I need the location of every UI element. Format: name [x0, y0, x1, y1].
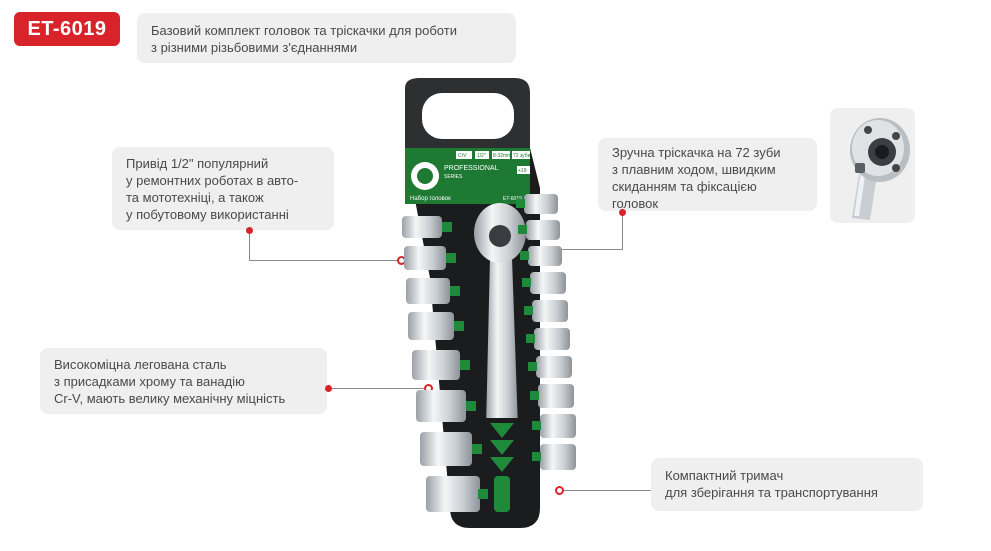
connector-line: [328, 388, 428, 389]
callout-holder: Компактний тримач для зберігання та тран…: [651, 458, 923, 511]
connector-ring: [555, 486, 564, 495]
callout-line: Cr-V, мають велику механічну міцність: [54, 391, 286, 406]
callout-line: з присадками хрому та ванадію: [54, 374, 245, 389]
connector-dot: [246, 227, 253, 234]
connector-line: [249, 231, 250, 261]
callout-line: та мототехніці, а також: [126, 190, 264, 205]
callout-ratchet: Зручна тріскачка на 72 зуби з плавним хо…: [598, 138, 817, 211]
callout-line: у ремонтних роботах в авто-: [126, 173, 299, 188]
callout-line: з різними різьбовими з'єднаннями: [151, 40, 358, 55]
callout-line: Зручна тріскачка на 72 зуби: [612, 145, 781, 160]
callout-line: Високоміцна легована сталь: [54, 357, 227, 372]
callout-line: для зберігання та транспортування: [665, 485, 878, 500]
ratchet-detail-image: [830, 108, 915, 223]
callout-drive: Привід 1/2" популярний у ремонтних робот…: [112, 147, 334, 230]
tag-count: +19: [518, 168, 527, 174]
connector-line: [622, 212, 623, 249]
connector-line: [563, 490, 651, 491]
callout-line: скиданням та фіксацією: [612, 179, 757, 194]
brand-text: PROFESSIONAL: [444, 165, 499, 172]
tag-range: 8-32mm: [493, 153, 511, 159]
callout-line: головок: [612, 196, 659, 211]
connector-line: [512, 249, 623, 250]
tag-crv: CrV: [458, 153, 467, 159]
callout-steel: Високоміцна легована сталь з присадками …: [40, 348, 327, 414]
connector-line: [249, 260, 401, 261]
callout-basic-set: Базовий комплект головок та тріскачки дл…: [137, 13, 516, 63]
set-subtitle: Набор головок: [410, 196, 451, 202]
series-text: SERIES: [444, 174, 463, 180]
product-code-badge: ET-6019: [14, 12, 120, 46]
connector-dot: [325, 385, 332, 392]
callout-line: з плавним ходом, швидким: [612, 162, 776, 177]
socket-set-image: PROFESSIONAL SERIES Набор головок ET-601…: [402, 78, 576, 528]
callout-line: Привід 1/2" популярний: [126, 156, 269, 171]
callout-line: Базовий комплект головок та тріскачки дл…: [151, 23, 457, 38]
connector-dot: [619, 209, 626, 216]
callout-line: у побутовому використанні: [126, 207, 289, 222]
tag-teeth: 72 зуби: [513, 153, 531, 159]
callout-line: Компактний тримач: [665, 468, 784, 483]
set-code: ET-6019: [503, 196, 522, 202]
tag-drive: 1/2": [477, 153, 486, 159]
